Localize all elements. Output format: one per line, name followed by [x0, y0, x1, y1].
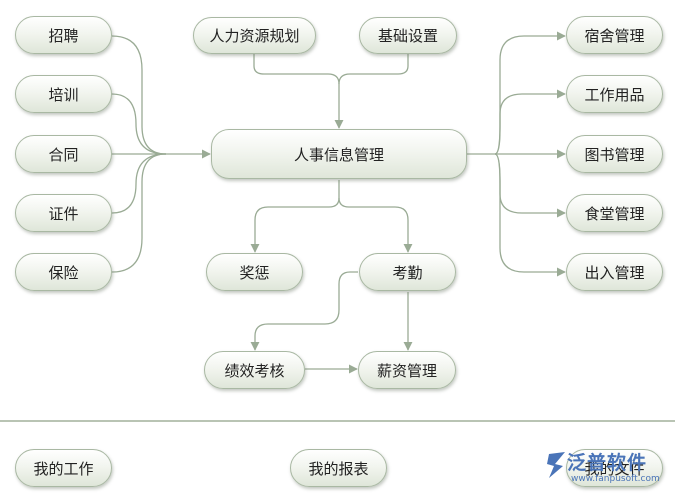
node-basic-settings[interactable]: 基础设置	[359, 17, 457, 54]
node-canteen[interactable]: 食堂管理	[566, 194, 663, 232]
node-hr-planning[interactable]: 人力资源规划	[193, 17, 316, 54]
node-certificate[interactable]: 证件	[15, 194, 112, 232]
node-recruitment[interactable]: 招聘	[15, 16, 112, 54]
node-my-work[interactable]: 我的工作	[15, 449, 112, 487]
node-insurance[interactable]: 保险	[15, 253, 112, 291]
node-reward-punishment[interactable]: 奖惩	[206, 253, 303, 291]
node-my-reports[interactable]: 我的报表	[290, 449, 387, 487]
node-salary[interactable]: 薪资管理	[358, 351, 456, 389]
node-training[interactable]: 培训	[15, 75, 112, 113]
node-my-files[interactable]: 我的文件	[566, 449, 663, 487]
node-work-supplies[interactable]: 工作用品	[566, 75, 663, 113]
node-dormitory[interactable]: 宿舍管理	[566, 16, 663, 54]
node-contract[interactable]: 合同	[15, 135, 112, 173]
watermark-brand: 泛普软件	[567, 452, 648, 474]
watermark-logo: 泛普软件 www.fanpusoft.com	[545, 446, 673, 490]
node-attendance[interactable]: 考勤	[359, 253, 456, 291]
node-hr-info-management[interactable]: 人事信息管理	[211, 129, 467, 179]
node-access[interactable]: 出入管理	[566, 253, 663, 291]
watermark-url: www.fanpusoft.com	[571, 474, 660, 484]
logo-icon	[547, 452, 565, 478]
node-performance[interactable]: 绩效考核	[204, 351, 305, 389]
node-library[interactable]: 图书管理	[566, 135, 663, 173]
divider	[0, 420, 675, 422]
